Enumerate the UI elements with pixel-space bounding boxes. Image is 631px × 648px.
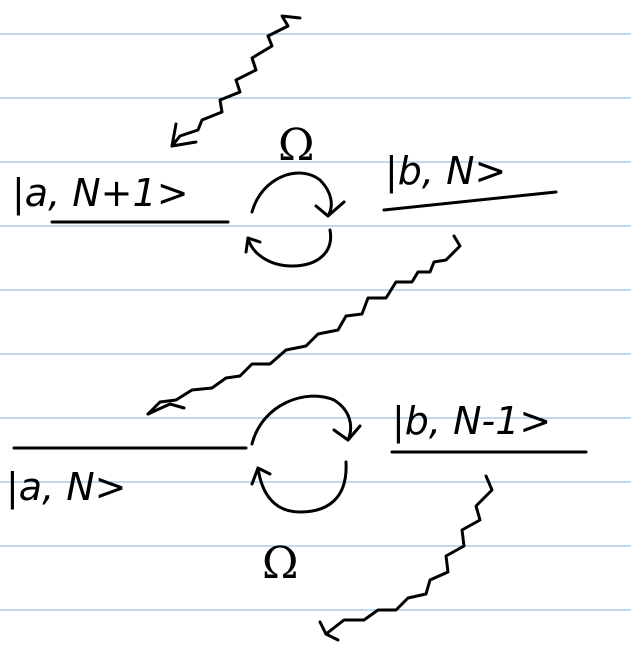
notebook-rules xyxy=(0,33,631,611)
upper-coupling-loop: Ω xyxy=(244,120,346,268)
state-label-a-n-plus-1: |a, N+1> xyxy=(12,171,189,216)
coupling-label-lower: Ω xyxy=(262,538,298,589)
middle-photon-arrow xyxy=(146,234,462,416)
state-label-b-n: |b, N> xyxy=(385,149,506,194)
outgoing-photon-arrow xyxy=(318,474,494,642)
level-b-n: |b, N> xyxy=(382,149,558,212)
coupling-label-upper: Ω xyxy=(278,120,314,171)
level-a-n: |a, N> xyxy=(6,446,248,510)
level-b-n-minus-1: |b, N-1> xyxy=(390,399,588,454)
state-label-b-n-minus-1: |b, N-1> xyxy=(392,399,551,444)
level-a-n-plus-1: |a, N+1> xyxy=(12,171,230,224)
state-label-a-n: |a, N> xyxy=(6,465,127,510)
level-line-b-n xyxy=(382,190,558,212)
incoming-photon-arrow xyxy=(170,14,302,148)
lower-coupling-loop: Ω xyxy=(250,394,362,589)
